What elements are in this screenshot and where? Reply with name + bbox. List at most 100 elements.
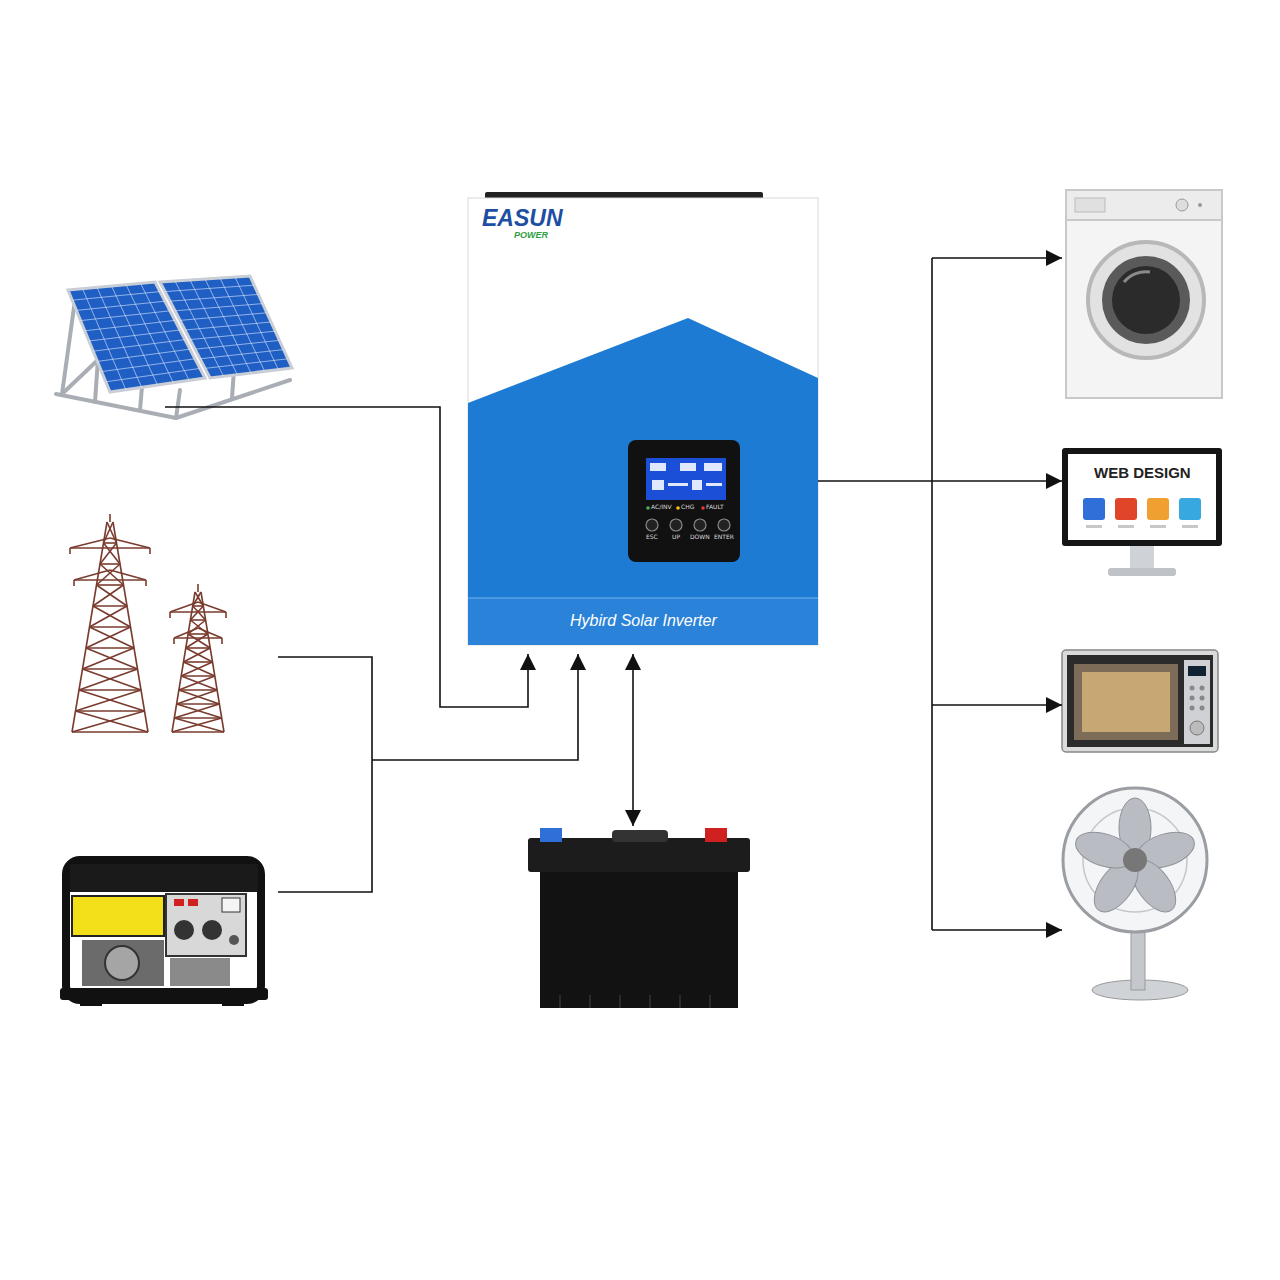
power-pylons-part	[104, 543, 121, 564]
power-pylons-part	[188, 620, 206, 634]
microwave-part	[1067, 655, 1213, 747]
inverter-housing-part	[468, 198, 818, 645]
wires-part	[632, 654, 634, 826]
battery-part	[540, 868, 738, 1008]
power-pylons-part	[181, 676, 217, 690]
power-pylons-part	[197, 584, 199, 592]
power-pylons-part	[174, 628, 198, 638]
battery-part	[528, 838, 750, 872]
battery-part-part	[709, 995, 711, 1008]
product-name: Hybird Solar Inverter	[570, 612, 717, 630]
wires-part	[932, 929, 1062, 931]
wires-part	[278, 657, 372, 892]
indicator-label: CHG	[681, 504, 694, 511]
power-pylons-part	[69, 548, 71, 554]
battery-part	[705, 828, 727, 842]
power-pylons-part	[177, 703, 220, 705]
power-pylons-part	[179, 689, 217, 691]
inverter-housing-part	[646, 458, 726, 500]
panel-cells-part	[97, 349, 190, 361]
microwave-part-part	[1190, 696, 1195, 701]
app-icon	[1083, 498, 1105, 520]
inverter-housing-part-part	[668, 483, 688, 486]
inverter-housing-part-part	[646, 519, 658, 531]
power-pylons-part	[79, 669, 138, 690]
inverter-box: EASUNPOWERHybird Solar Inverter	[468, 195, 818, 645]
power-pylons-part	[90, 606, 128, 627]
monitor-stand-part	[1108, 568, 1176, 576]
power-pylons-part	[172, 718, 222, 732]
generator-part	[70, 864, 258, 892]
washing-machine-part	[1075, 198, 1105, 212]
generator-part	[188, 899, 198, 906]
generator-part	[166, 894, 246, 956]
power-pylons-part	[190, 619, 205, 621]
washing-machine	[1066, 190, 1222, 398]
power-pylons-part	[76, 711, 149, 732]
inverter-housing-part	[701, 506, 705, 510]
power-pylons-part	[221, 638, 223, 644]
microwave-part	[1188, 666, 1206, 676]
panel-cells-part	[200, 350, 284, 359]
washing-machine-part	[1112, 266, 1180, 334]
panel-cells-part	[195, 340, 279, 349]
wires-part	[932, 257, 1062, 259]
microwave-part	[1190, 721, 1204, 735]
indicator-label: FAULT	[706, 504, 724, 511]
power-pylons-part	[177, 690, 218, 704]
desk-fan-part	[1071, 798, 1199, 920]
monitor-stand-part	[1130, 546, 1154, 568]
washing-machine-part	[1066, 190, 1222, 398]
wires-part	[372, 654, 578, 760]
microwave-part	[1184, 660, 1210, 744]
battery-part	[540, 828, 562, 842]
power-pylons-part	[169, 612, 171, 618]
power-pylons-part	[97, 584, 124, 586]
power-pylons-part	[104, 542, 117, 544]
power-pylons-part	[190, 606, 203, 620]
power-pylons-part	[109, 514, 111, 522]
panel-cells-part	[175, 304, 263, 311]
solar-panel	[56, 276, 292, 418]
battery-part-part	[619, 995, 621, 1008]
button-label: ENTER	[714, 534, 734, 541]
generator-part	[174, 899, 184, 906]
power-pylons-part	[198, 628, 222, 638]
power-pylons-part	[193, 606, 206, 620]
power-pylons-part	[174, 704, 219, 718]
washing-machine-part	[1176, 199, 1188, 211]
power-pylons-part	[83, 648, 135, 669]
desk-fan	[1063, 788, 1207, 1000]
app-icon	[1147, 498, 1169, 520]
generator-part	[66, 860, 261, 1000]
microwave-part-part	[1200, 696, 1205, 701]
indicator-label: AC/INV	[651, 504, 672, 511]
washing-machine-part	[1066, 190, 1222, 220]
panel-cells-part	[170, 294, 258, 301]
washing-machine-part	[1124, 272, 1150, 282]
power-pylons-part	[186, 647, 210, 649]
generator-part	[82, 940, 164, 986]
button-label: DOWN	[690, 534, 710, 541]
panel-cells-part	[81, 311, 170, 321]
power-pylons	[70, 514, 226, 732]
power-pylons-part	[100, 563, 120, 565]
inverter-housing-part-part	[670, 519, 682, 531]
generator-part	[72, 896, 164, 936]
microwave-part-part	[1200, 686, 1205, 691]
power-pylons-part	[86, 627, 131, 648]
power-pylons-part	[225, 612, 227, 618]
microwave-part	[1074, 664, 1178, 740]
power-pylons-part	[149, 548, 151, 554]
panel-cells-part	[106, 368, 200, 381]
microwave-part-part	[1200, 706, 1205, 711]
microwave-part	[1190, 686, 1205, 711]
power-pylons-part	[86, 647, 134, 649]
power-pylons-part	[170, 602, 198, 612]
generator	[60, 860, 268, 1006]
power-pylons-part	[70, 547, 150, 549]
power-pylons-part	[72, 731, 148, 733]
washing-machine-part	[1102, 256, 1190, 344]
power-pylons-part	[70, 538, 110, 548]
